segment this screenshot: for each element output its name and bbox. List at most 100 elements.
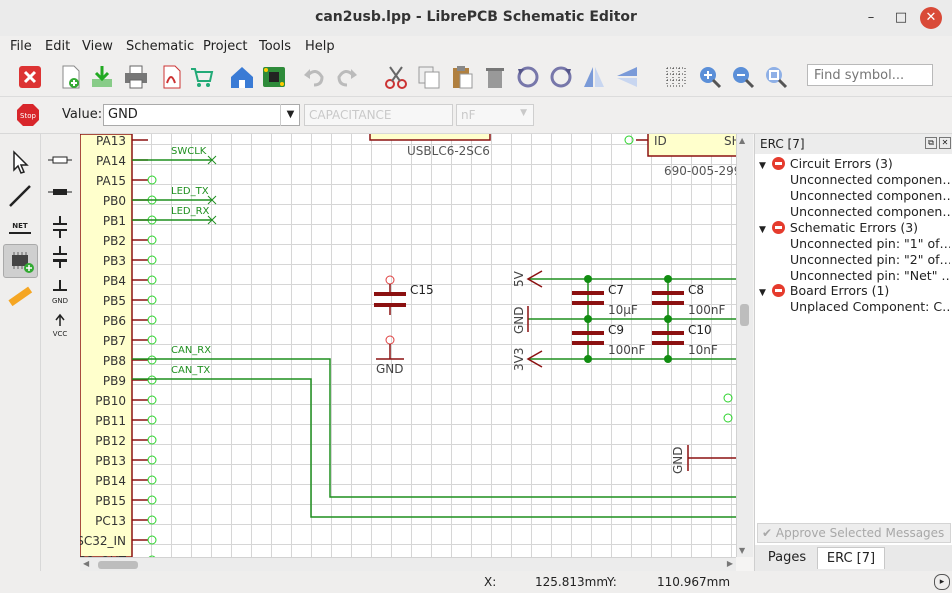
find-symbol-input[interactable]	[807, 64, 933, 86]
resize-grip-icon[interactable]: ▸	[934, 574, 950, 590]
scroll-right-icon[interactable]: ▶	[726, 559, 733, 568]
zoom-out-icon[interactable]	[729, 63, 757, 91]
scroll-left-icon[interactable]: ◀	[83, 559, 90, 568]
mcu-pin-end[interactable]	[147, 415, 157, 425]
mirror-horizontal-icon[interactable]	[580, 63, 608, 91]
expand-arrow-icon[interactable]: ▼	[759, 161, 766, 171]
tab-erc[interactable]: ERC [7]	[817, 547, 885, 569]
horizontal-scrollbar[interactable]: ◀ ▶	[80, 557, 736, 572]
draw-wire-icon[interactable]	[6, 182, 34, 210]
capacitor-icon[interactable]	[46, 214, 74, 240]
delete-icon[interactable]	[481, 63, 509, 91]
board-editor-icon[interactable]	[260, 63, 288, 91]
cursor-y-value: 110.967mm	[657, 575, 731, 589]
mcu-pin-end[interactable]	[147, 175, 157, 185]
menu-project[interactable]: Project	[203, 39, 248, 54]
mcu-pin-end[interactable]	[147, 295, 157, 305]
menu-tools[interactable]: Tools	[259, 39, 292, 54]
measure-ruler-icon[interactable]	[6, 282, 34, 310]
control-panel-icon[interactable]	[228, 63, 256, 91]
close-project-icon[interactable]	[16, 63, 44, 91]
minimize-icon[interactable]: –	[867, 10, 875, 25]
mcu-pin-end[interactable]	[147, 435, 157, 445]
chevron-down-icon[interactable]: ▼	[280, 104, 300, 126]
erc-group-circuit[interactable]: ▼Circuit Errors (3)	[759, 156, 893, 171]
grid-icon[interactable]	[662, 63, 690, 91]
mcu-pin-end[interactable]	[147, 395, 157, 405]
scroll-down-icon[interactable]: ▼	[739, 546, 746, 555]
erc-message[interactable]: Unconnected componen…	[790, 204, 950, 219]
redo-icon[interactable]	[333, 63, 361, 91]
mcu-pin-end[interactable]	[147, 335, 157, 345]
select-tool-icon[interactable]	[6, 148, 34, 176]
vertical-scroll-thumb[interactable]	[740, 304, 749, 326]
erc-group-schematic[interactable]: ▼Schematic Errors (3)	[759, 220, 918, 235]
rotate-cw-icon[interactable]	[547, 63, 575, 91]
resistor-icon[interactable]	[46, 150, 74, 170]
add-component-icon[interactable]	[3, 244, 38, 278]
mcu-pin-end[interactable]	[147, 275, 157, 285]
polarized-capacitor-icon[interactable]	[46, 244, 74, 270]
copy-icon[interactable]	[415, 63, 443, 91]
horizontal-scroll-thumb[interactable]	[98, 561, 138, 569]
mcu-pin-end[interactable]	[147, 315, 157, 325]
tab-pages[interactable]: Pages	[767, 550, 807, 565]
menu-view[interactable]: View	[82, 39, 113, 54]
expand-arrow-icon[interactable]: ▼	[759, 288, 766, 298]
vcc-symbol-icon[interactable]: VCC	[46, 312, 74, 342]
unit-value: nF	[461, 108, 476, 122]
gnd-symbol-icon[interactable]: GND	[46, 278, 74, 308]
net-label-icon[interactable]: NET	[6, 216, 34, 244]
maximize-icon[interactable]: □	[894, 10, 908, 25]
expand-arrow-icon[interactable]: ▼	[759, 225, 766, 235]
mcu-pin-end[interactable]	[147, 535, 157, 545]
undo-icon[interactable]	[300, 63, 328, 91]
cut-icon[interactable]	[382, 63, 410, 91]
mcu-pin-end[interactable]	[147, 515, 157, 525]
print-icon[interactable]	[122, 63, 150, 91]
vertical-scrollbar[interactable]: ▲ ▼	[736, 134, 753, 557]
value-combobox[interactable]: GND	[103, 104, 300, 126]
erc-dock: ERC [7] ⧉ ✕ ▼Circuit Errors (3) Unconnec…	[754, 134, 952, 571]
paste-icon[interactable]	[448, 63, 476, 91]
mcu-pin-end[interactable]	[147, 235, 157, 245]
cursor-x-label: X:	[484, 575, 497, 589]
mcu-pin-end[interactable]	[147, 475, 157, 485]
rotate-ccw-icon[interactable]	[514, 63, 542, 91]
close-window-icon[interactable]: ✕	[920, 7, 942, 29]
close-dock-icon[interactable]: ✕	[939, 137, 951, 149]
zoom-fit-icon[interactable]	[762, 63, 790, 91]
erc-message[interactable]: Unconnected pin: "2" of…	[790, 252, 950, 267]
mcu-pin-end[interactable]	[147, 375, 157, 385]
menu-help[interactable]: Help	[305, 39, 335, 54]
erc-message[interactable]: Unconnected pin: "1" of…	[790, 236, 950, 251]
erc-message[interactable]: Unplaced Component: C…	[790, 299, 950, 314]
mcu-pin-end[interactable]	[147, 455, 157, 465]
net-label-swclk: SWCLK	[171, 146, 207, 157]
menu-edit[interactable]: Edit	[45, 39, 71, 54]
export-pdf-icon[interactable]	[157, 63, 185, 91]
import-icon[interactable]	[88, 63, 116, 91]
order-pcb-icon[interactable]	[188, 63, 216, 91]
mcu-pin-end[interactable]	[148, 555, 156, 557]
erc-message[interactable]: Unconnected componen…	[790, 172, 950, 187]
zoom-in-icon[interactable]	[696, 63, 724, 91]
inductor-icon[interactable]	[46, 182, 74, 202]
mcu-pin-end[interactable]	[147, 355, 157, 365]
mirror-vertical-icon[interactable]	[613, 63, 641, 91]
new-page-icon[interactable]	[56, 63, 84, 91]
mcu-pin-end[interactable]	[147, 495, 157, 505]
scroll-up-icon[interactable]: ▲	[739, 136, 746, 145]
menu-file[interactable]: File	[10, 39, 32, 54]
erc-message[interactable]: Unconnected componen…	[790, 188, 950, 203]
erc-message[interactable]: Unconnected pin: "Net" …	[790, 268, 950, 283]
svg-text:GND: GND	[52, 297, 68, 305]
menu-schematic[interactable]: Schematic	[126, 39, 195, 54]
float-dock-icon[interactable]: ⧉	[925, 137, 937, 149]
stop-icon[interactable]: Stop	[16, 103, 40, 127]
mcu-pin-end[interactable]	[147, 255, 157, 265]
approve-label: Approve Selected Messages	[775, 526, 945, 540]
tool-divider	[40, 134, 41, 571]
erc-group-board[interactable]: ▼Board Errors (1)	[759, 283, 889, 298]
